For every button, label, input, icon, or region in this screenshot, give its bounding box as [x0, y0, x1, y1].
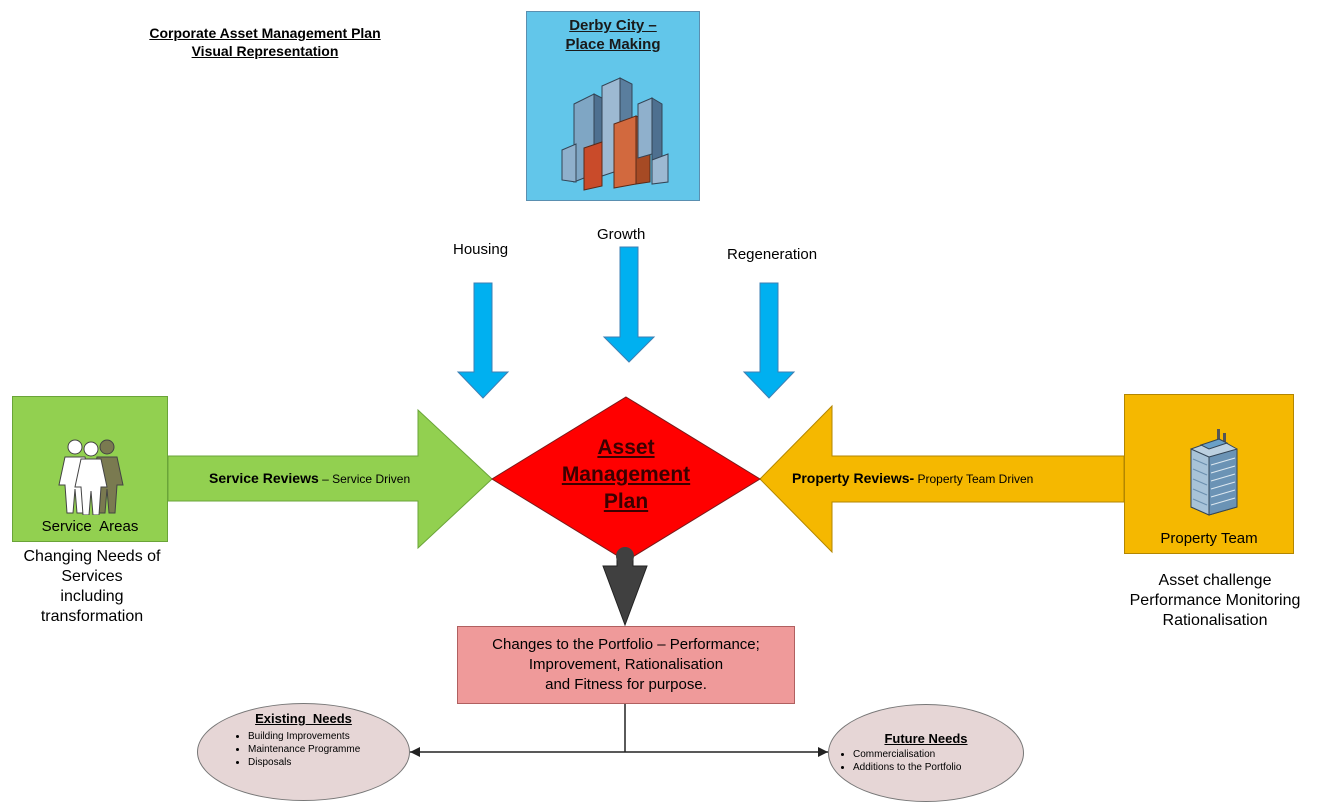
growth-label: Growth [597, 226, 646, 243]
asset-management-plan-label: Asset Management Plan [556, 434, 696, 515]
future-needs-list: Commercialisation Additions to the Portf… [833, 748, 1023, 774]
property-reviews-rest: Property Team Driven [914, 472, 1034, 486]
property-reviews-bold: Property Reviews- [792, 470, 915, 486]
right-arrowhead [818, 747, 828, 757]
service-reviews-arrow [167, 408, 493, 550]
amp-line-3: Plan [603, 490, 649, 513]
property-caption-line-2: Performance Monitoring [1129, 592, 1301, 609]
property-team-label: Property Team [1160, 530, 1258, 547]
city-title-line-1: Derby City – [569, 17, 657, 34]
list-item: Additions to the Portfolio [853, 761, 1023, 774]
changes-line-1: Changes to the Portfolio – Performance; [492, 636, 760, 653]
outcome-arrow [602, 555, 648, 627]
title-line-2: Visual Representation [191, 43, 339, 59]
future-needs-ellipse: Future Needs Commercialisation Additions… [828, 704, 1024, 802]
amp-line-2: Management [561, 463, 691, 486]
city-title: Derby City – Place Making [527, 16, 699, 54]
service-caption-line-2: Services [61, 568, 123, 585]
service-caption-line-3: including [60, 588, 124, 605]
property-team-box: Property Team [1124, 394, 1294, 554]
property-reviews-arrow [759, 404, 1125, 554]
derby-city-box: Derby City – Place Making [526, 11, 700, 201]
property-caption: Asset challenge Performance Monitoring R… [1112, 571, 1318, 631]
property-reviews-text: Property Reviews- Property Team Driven [792, 470, 1033, 486]
existing-needs-list: Building Improvements Maintenance Progra… [228, 730, 409, 769]
property-caption-line-3: Rationalisation [1162, 612, 1268, 629]
property-caption-line-1: Asset challenge [1158, 572, 1272, 589]
regeneration-label: Regeneration [727, 246, 818, 263]
list-item: Building Improvements [248, 730, 409, 743]
housing-arrow [456, 282, 510, 399]
changes-line-3: and Fitness for purpose. [545, 676, 707, 693]
service-reviews-text: Service Reviews – Service Driven [209, 470, 410, 486]
regeneration-arrow [742, 282, 796, 399]
outcome-arrow-knob [616, 547, 634, 565]
title-line-1: Corporate Asset Management Plan [149, 25, 381, 41]
service-reviews-rest: – Service Driven [318, 472, 411, 486]
service-areas-box: Service Areas [12, 396, 168, 542]
list-item: Disposals [248, 756, 409, 769]
list-item: Maintenance Programme [248, 743, 409, 756]
future-needs-title: Future Needs [884, 731, 968, 746]
diagram-title: Corporate Asset Management Plan Visual R… [100, 24, 430, 60]
people-group-icon [58, 439, 124, 515]
changes-line-2: Improvement, Rationalisation [528, 656, 724, 673]
service-areas-label: Service Areas [41, 518, 139, 535]
housing-label: Housing [453, 241, 509, 258]
service-caption: Changing Needs of Services including tra… [4, 547, 180, 627]
list-item: Commercialisation [853, 748, 1023, 761]
amp-line-1: Asset [597, 436, 655, 459]
city-buildings-icon [561, 77, 669, 191]
existing-needs-ellipse: Existing Needs Building Improvements Mai… [197, 703, 410, 801]
existing-needs-title: Existing Needs [255, 711, 352, 726]
portfolio-changes-box: Changes to the Portfolio – Performance; … [457, 626, 795, 704]
service-reviews-bold: Service Reviews [209, 470, 319, 486]
office-building-icon [1190, 429, 1238, 516]
service-caption-line-4: transformation [40, 608, 144, 625]
growth-arrow [602, 246, 656, 363]
left-arrowhead [410, 747, 420, 757]
city-title-line-2: Place Making [565, 36, 661, 53]
service-caption-line-1: Changing Needs of [23, 548, 161, 565]
